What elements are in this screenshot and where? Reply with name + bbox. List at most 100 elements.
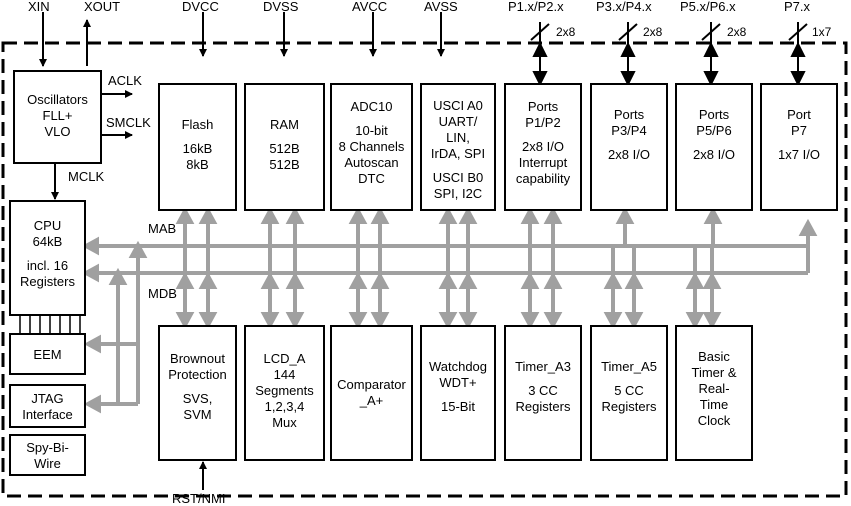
bus-tap-arrow-up <box>370 271 390 289</box>
bus-tap-arrow-up <box>198 206 218 224</box>
bus-tap-arrow-up <box>624 271 644 289</box>
address-data-bus <box>81 218 818 414</box>
block-text-line: RAM <box>270 117 299 132</box>
block-line-gap <box>592 139 666 147</box>
block-line-gap <box>506 375 580 383</box>
block-text-line: Flash <box>181 117 214 132</box>
pin-label-xout: XOUT <box>84 0 121 14</box>
pin-label-p3: P3.x/P4.x <box>596 0 652 14</box>
block-text-line: Registers <box>20 274 75 289</box>
bus-tap-arrow-up <box>703 206 723 224</box>
bus-width-p5: 2x8 <box>727 25 747 39</box>
block-text-line: Timer & <box>691 365 737 380</box>
block-text-line: Interrupt <box>518 155 568 170</box>
bus-tap-arrow-down <box>458 312 478 330</box>
bus-tap-arrow-up <box>543 271 563 289</box>
bus-tap-arrow-down <box>348 312 368 330</box>
block-text-line: UART/ <box>438 114 478 129</box>
block-text-line: 16kB <box>182 141 213 156</box>
block-line-gap <box>592 375 666 383</box>
block-text-line: Watchdog <box>428 359 488 374</box>
bus-tap-arrow-up <box>370 206 390 224</box>
bus-tap-arrow-up <box>438 206 458 224</box>
bus-tap-arrow-down <box>438 312 458 330</box>
pin-label-p5: P5.x/P6.x <box>680 0 736 14</box>
block-text-line: Registers <box>515 399 571 414</box>
block-text-line: P1/P2 <box>525 115 561 130</box>
bus-tap-arrow-down <box>370 312 390 330</box>
bus-tap-arrow-down <box>543 312 563 330</box>
bus-tap-arrow-up <box>438 271 458 289</box>
chip-boundary <box>1 41 848 498</box>
bus-tap-arrow-up <box>285 271 305 289</box>
block-text-line: Autoscan <box>344 155 399 170</box>
block-text-line: SPI, I2C <box>433 186 483 201</box>
block-text-line: FLL+ <box>42 108 73 123</box>
block-text-line: Ports <box>613 107 645 122</box>
block-text-line: 2x8 I/O <box>693 147 735 162</box>
block-text-line: 1x7 I/O <box>778 147 820 162</box>
bus-tap-arrow-up <box>702 271 722 289</box>
block-text-line: SVS, <box>182 391 213 406</box>
bus-tap-arrow-up <box>260 206 280 224</box>
bus-tap-arrow-down <box>624 312 644 330</box>
bus-tap-arrow-up <box>603 271 623 289</box>
bus-tap-arrow-up <box>520 271 540 289</box>
block-text-line: Comparator <box>337 377 406 392</box>
block-text-line: 8 Channels <box>338 139 405 154</box>
bus-tap-arrow-down <box>603 312 623 330</box>
bus-tap-arrow-down <box>260 312 280 330</box>
bus-tap-arrow-down <box>198 312 218 330</box>
pin-label-dvcc: DVCC <box>182 0 219 14</box>
pin-label-dvss: DVSS <box>263 0 299 14</box>
bus-tap-arrow-up <box>348 271 368 289</box>
bus-tap-arrow-up <box>615 206 635 224</box>
block-text-line: USCI A0 <box>433 98 483 113</box>
block-text-line: SVM <box>183 407 212 422</box>
block-text-line: 512B <box>269 141 300 156</box>
block-text-line: Mux <box>272 415 297 430</box>
bus-tap-arrow-up <box>285 206 305 224</box>
block-line-gap <box>160 133 235 141</box>
block-line-gap <box>11 250 84 258</box>
block-text-line: Segments <box>255 383 314 398</box>
block-text-line: JTAG <box>31 391 64 406</box>
block-text-line: P3/P4 <box>611 123 647 138</box>
block-text-line: IrDA, SPI <box>430 146 486 161</box>
block-text-line: capability <box>515 171 571 186</box>
bus-taps <box>175 206 723 330</box>
block-line-gap <box>332 115 411 123</box>
block-text-line: DTC <box>358 171 385 186</box>
block-text-line: 10-bit <box>355 123 388 138</box>
block-text-line: USCI B0 <box>432 170 484 185</box>
bus-tap-arrow-down <box>702 312 722 330</box>
bus-tap-arrow-up <box>543 206 563 224</box>
bus-tap-arrow-down <box>520 312 540 330</box>
signal-label-mdb: MDB <box>148 286 177 301</box>
signal-lines <box>39 12 445 490</box>
bus-tap-arrow-up <box>175 206 195 224</box>
block-text-line: 8kB <box>186 157 209 172</box>
block-text-line: 1,2,3,4 <box>264 399 305 414</box>
block-text-line: LCD_A <box>263 351 306 366</box>
pin-label-rst: RST/NMI <box>172 491 226 506</box>
block-text-line: Clock <box>697 413 731 428</box>
block-text-line: 5 CC <box>614 383 644 398</box>
block-text-line: Real- <box>698 381 730 396</box>
block-text-line: Oscillators <box>27 92 88 107</box>
bus-tap-arrow-up <box>458 271 478 289</box>
signal-label-aclk: ACLK <box>108 73 142 88</box>
block-text-line: 64kB <box>32 234 63 249</box>
bus-tap-arrow-up <box>260 271 280 289</box>
block-comparator: Comparator_A+ <box>330 325 413 461</box>
block-text-line: ADC10 <box>350 99 393 114</box>
bus-tap-arrow-up <box>685 271 705 289</box>
pin-label-p7: P7.x <box>784 0 811 14</box>
